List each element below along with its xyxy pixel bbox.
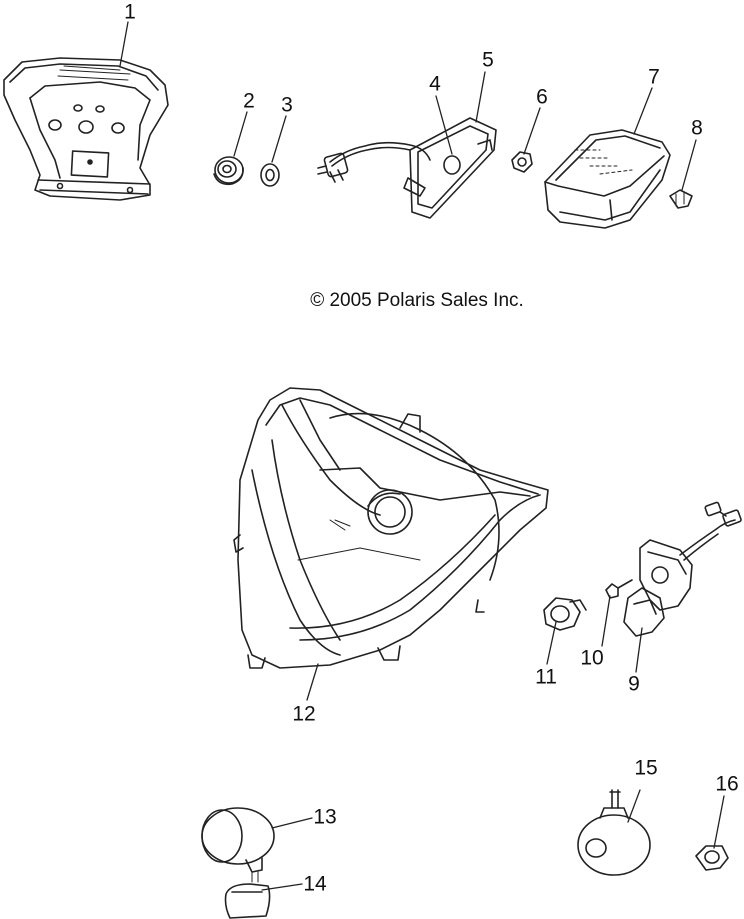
part-5-light-plate [403,117,497,219]
part-13-round-light [201,807,275,883]
callout-6: 6 [536,85,548,109]
part-1-taillight-housing [3,57,169,201]
callout-10: 10 [580,646,604,670]
callout-14: 14 [303,872,327,896]
part-9-bulb-socket [623,501,742,637]
part-11-bulb [543,597,587,631]
leader-lines [119,21,725,891]
part-8-screw [669,189,693,209]
part-10-small-bulb [605,579,633,599]
callout-5: 5 [482,48,494,72]
part-16-small-bulb [695,845,729,871]
callout-16: 16 [715,772,739,796]
part-14-lens-cap [224,883,271,919]
callout-9: 9 [628,672,640,696]
callout-1: 1 [124,0,136,24]
callout-12: 12 [292,702,316,726]
part-6-nut [511,151,533,173]
copyright-notice: © 2005 Polaris Sales Inc. [310,290,524,311]
callout-8: 8 [691,116,703,140]
callout-15: 15 [634,756,658,780]
callout-3: 3 [281,93,293,117]
part-2-grommet [213,156,244,186]
part-3-washer [260,163,280,187]
callout-11: 11 [535,665,557,689]
part-7-tail-light-lens [544,129,671,229]
callout-2: 2 [243,89,255,113]
callout-4: 4 [429,72,441,96]
part-15-round-lamp [577,789,651,876]
callout-7: 7 [648,65,660,89]
part-12-headlight [233,387,549,669]
callout-13: 13 [313,805,337,829]
